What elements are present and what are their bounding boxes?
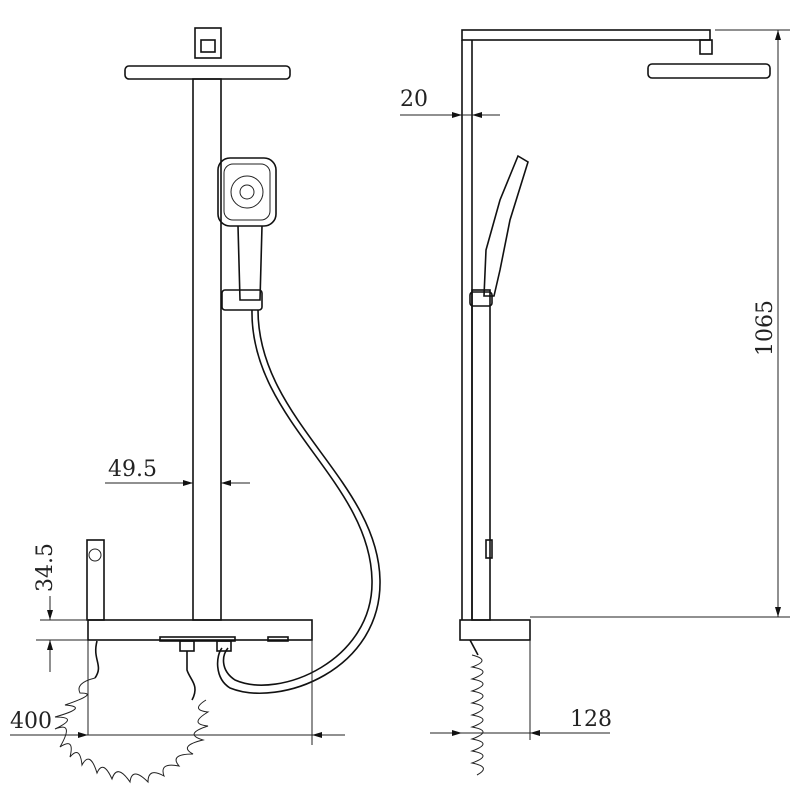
side-rain-head [647, 63, 771, 79]
dim-front-depth: 400 [10, 709, 52, 734]
dim-shelf-height: 34.5 [33, 543, 58, 592]
shower-pole [192, 78, 222, 621]
shelf [87, 619, 313, 641]
rain-shower-head [124, 65, 291, 80]
coil-hose [54, 677, 210, 784]
side-view: 20 1065 128 [400, 29, 790, 776]
dim-side-depth: 128 [570, 707, 612, 732]
dim-side-offset: 20 [400, 87, 428, 112]
shower-holder [221, 289, 263, 311]
shower-hose [222, 309, 373, 686]
side-sprayer [86, 539, 105, 621]
side-shelf [459, 619, 531, 641]
ceiling-mount [194, 27, 222, 59]
front-view: 34.5 49.5 400 [10, 27, 381, 784]
shower-arm [461, 29, 711, 41]
side-coil-hose [470, 654, 484, 776]
dim-pole-width: 49.5 [108, 457, 157, 482]
side-hand-shower [483, 154, 529, 297]
side-slide-bar [471, 289, 491, 621]
hand-shower [217, 157, 277, 311]
dim-total-height: 1065 [753, 300, 778, 356]
